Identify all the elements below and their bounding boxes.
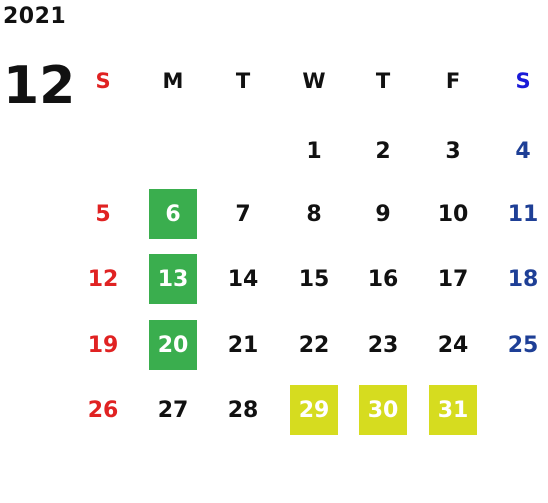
- weekday-header: T: [235, 69, 251, 93]
- day-cell[interactable]: 1: [306, 138, 322, 164]
- day-cell[interactable]: 13: [149, 254, 197, 304]
- month-label: 12: [3, 56, 76, 116]
- day-cell[interactable]: 29: [290, 385, 338, 435]
- day-cell[interactable]: 11: [507, 201, 539, 227]
- day-cell[interactable]: 8: [306, 201, 322, 227]
- day-cell[interactable]: 3: [445, 138, 461, 164]
- day-cell[interactable]: 18: [507, 266, 539, 292]
- day-cell[interactable]: 28: [227, 397, 259, 423]
- day-cell[interactable]: 19: [87, 332, 119, 358]
- day-cell[interactable]: 4: [515, 138, 531, 164]
- day-cell[interactable]: 22: [298, 332, 330, 358]
- day-cell[interactable]: 6: [149, 189, 197, 239]
- weekday-header: W: [302, 69, 326, 93]
- day-cell[interactable]: 7: [235, 201, 251, 227]
- day-cell[interactable]: 23: [367, 332, 399, 358]
- day-cell[interactable]: 16: [367, 266, 399, 292]
- weekday-header: F: [445, 69, 461, 93]
- day-cell[interactable]: 24: [437, 332, 469, 358]
- day-cell[interactable]: 25: [507, 332, 539, 358]
- weekday-header: S: [515, 69, 531, 93]
- day-cell[interactable]: 21: [227, 332, 259, 358]
- day-cell[interactable]: 9: [375, 201, 391, 227]
- day-cell[interactable]: 31: [429, 385, 477, 435]
- day-cell[interactable]: 17: [437, 266, 469, 292]
- day-cell[interactable]: 20: [149, 320, 197, 370]
- day-cell[interactable]: 14: [227, 266, 259, 292]
- year-label: 2021: [3, 4, 67, 29]
- weekday-header: M: [162, 69, 184, 93]
- day-cell[interactable]: 15: [298, 266, 330, 292]
- day-cell[interactable]: 2: [375, 138, 391, 164]
- day-cell[interactable]: 27: [157, 397, 189, 423]
- day-cell[interactable]: 5: [95, 201, 111, 227]
- weekday-header: S: [95, 69, 111, 93]
- day-cell[interactable]: 30: [359, 385, 407, 435]
- day-cell[interactable]: 10: [437, 201, 469, 227]
- weekday-header: T: [375, 69, 391, 93]
- day-cell[interactable]: 26: [87, 397, 119, 423]
- day-cell[interactable]: 12: [87, 266, 119, 292]
